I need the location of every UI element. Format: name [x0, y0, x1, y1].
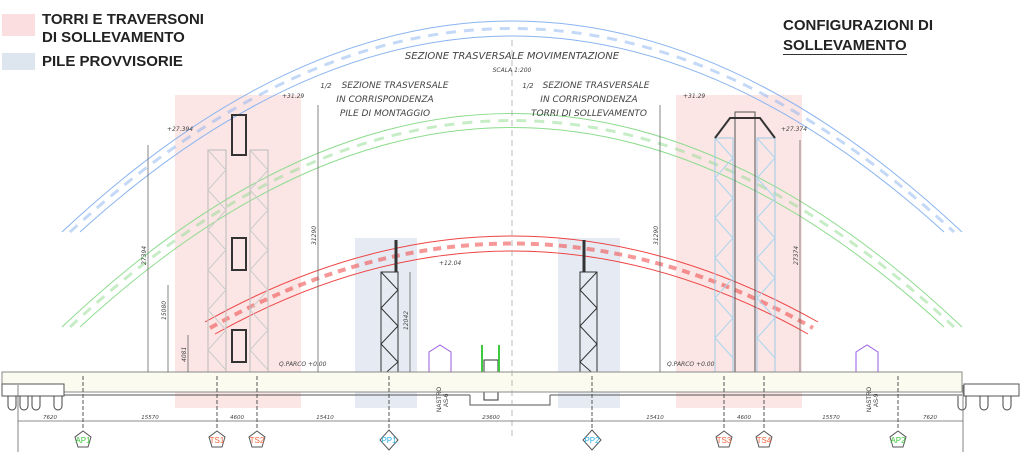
dim-31290-right: 31290: [653, 226, 660, 245]
axis-label: TS1: [210, 436, 225, 445]
elev-arch-right: +27.374: [781, 126, 807, 133]
legend-line: DI SOLLEVAMENTO: [42, 29, 185, 46]
right-line1: SEZIONE TRASVERSALE: [543, 81, 650, 91]
elev-ground-right: Q.PARCO +0.00: [667, 361, 715, 368]
axis-marker-ts1: TS1: [208, 376, 226, 448]
left-fraction: 1/2: [320, 82, 332, 90]
axis-marker-ap1: AP1: [74, 376, 92, 448]
diamond-marker: [379, 429, 399, 451]
section-title: SEZIONE TRASVERSALE MOVIMENTAZIONE: [405, 51, 620, 62]
nastro-label-2b: AS-9: [874, 393, 880, 407]
dimension-label: 15410: [316, 415, 334, 421]
axis-label: PP1: [381, 436, 397, 445]
ground: [1, 371, 1020, 411]
legend-swatch-towers: [2, 14, 35, 36]
axis-label: AP2: [890, 436, 906, 445]
dimension-lines: [17, 40, 964, 452]
config-title-line: SOLLEVAMENTO: [783, 37, 907, 55]
axis-marker-pp1: PP1: [379, 376, 399, 451]
dimension-label: 15570: [141, 415, 159, 421]
axis-label: TS2: [250, 436, 265, 445]
left-line2: IN CORRISPONDENZA: [336, 95, 433, 105]
dimension-label: 4600: [737, 415, 751, 421]
elev-top-right: +31.29: [683, 93, 705, 100]
elev-pile: +12.04: [439, 260, 461, 267]
diamond-marker: [582, 429, 602, 451]
dimension-label: 15410: [646, 415, 664, 421]
legend-label-piles: PILE PROVVISORIE: [42, 53, 183, 70]
axis-marker-ts3: TS3: [715, 376, 733, 448]
right-fraction: 1/2: [522, 82, 534, 90]
dim-12042: 12042: [403, 311, 410, 330]
config-title-line: CONFIGURAZIONI DI: [783, 17, 933, 34]
dimension-label: 23600: [482, 415, 500, 421]
dimension-label: 4600: [230, 415, 244, 421]
tower-zone-left: [175, 95, 301, 408]
dimension-label: 15570: [822, 415, 840, 421]
pentagon-marker: [74, 430, 92, 448]
nastro-label-2: NASTRO: [867, 387, 873, 412]
dimension-label: 7620: [923, 415, 937, 421]
axis-marker-pp2: PP2: [582, 376, 602, 451]
axis-label: AP1: [75, 436, 91, 445]
nastro-label-1b: AS-6: [444, 393, 450, 407]
axis-label: PP2: [584, 436, 600, 445]
left-line3: PILE DI MONTAGGIO: [340, 109, 430, 119]
pentagon-marker: [715, 430, 733, 448]
legend-line: TORRI E TRAVERSONI: [42, 11, 204, 28]
axis-marker-ts2: TS2: [248, 376, 266, 448]
axis-marker-ap2: AP2: [889, 376, 907, 448]
pentagon-marker: [889, 430, 907, 448]
dimension-label: 7620: [43, 415, 57, 421]
config-title: CONFIGURAZIONI DI SOLLEVAMENTO: [783, 16, 933, 56]
axis-markers: AP1 TS1 TS2 PP1 PP2 TS3 TS4 AP2: [74, 376, 907, 451]
arch-high: [61, 20, 963, 234]
axis-label: TS4: [757, 436, 772, 445]
tower-zone-right: [676, 95, 802, 408]
dim-4081: 4081: [181, 347, 188, 362]
elev-ground-left: Q.PARCO +0.00: [279, 361, 327, 368]
pentagon-marker: [248, 430, 266, 448]
dim-15080: 15080: [161, 301, 168, 320]
dim-27374: 27374: [793, 246, 800, 265]
dim-31290-left: 31290: [311, 226, 318, 245]
right-line2: IN CORRISPONDENZA: [540, 95, 637, 105]
axis-marker-ts4: TS4: [755, 376, 773, 448]
right-line3: TORRI DI SOLLEVAMENTO: [531, 109, 647, 119]
axis-label: TS3: [717, 436, 732, 445]
left-line1: SEZIONE TRASVERSALE: [342, 81, 449, 91]
pentagon-marker: [755, 430, 773, 448]
section-scale: SCALA 1:200: [493, 67, 532, 74]
nastro-label-1: NASTRO: [437, 387, 443, 412]
pentagon-marker: [208, 430, 226, 448]
dim-27394: 27394: [141, 246, 148, 265]
legend-swatch-piles: [2, 53, 35, 70]
elev-arch-left: +27.394: [167, 126, 193, 133]
elev-top-left: +31.29: [282, 93, 304, 100]
